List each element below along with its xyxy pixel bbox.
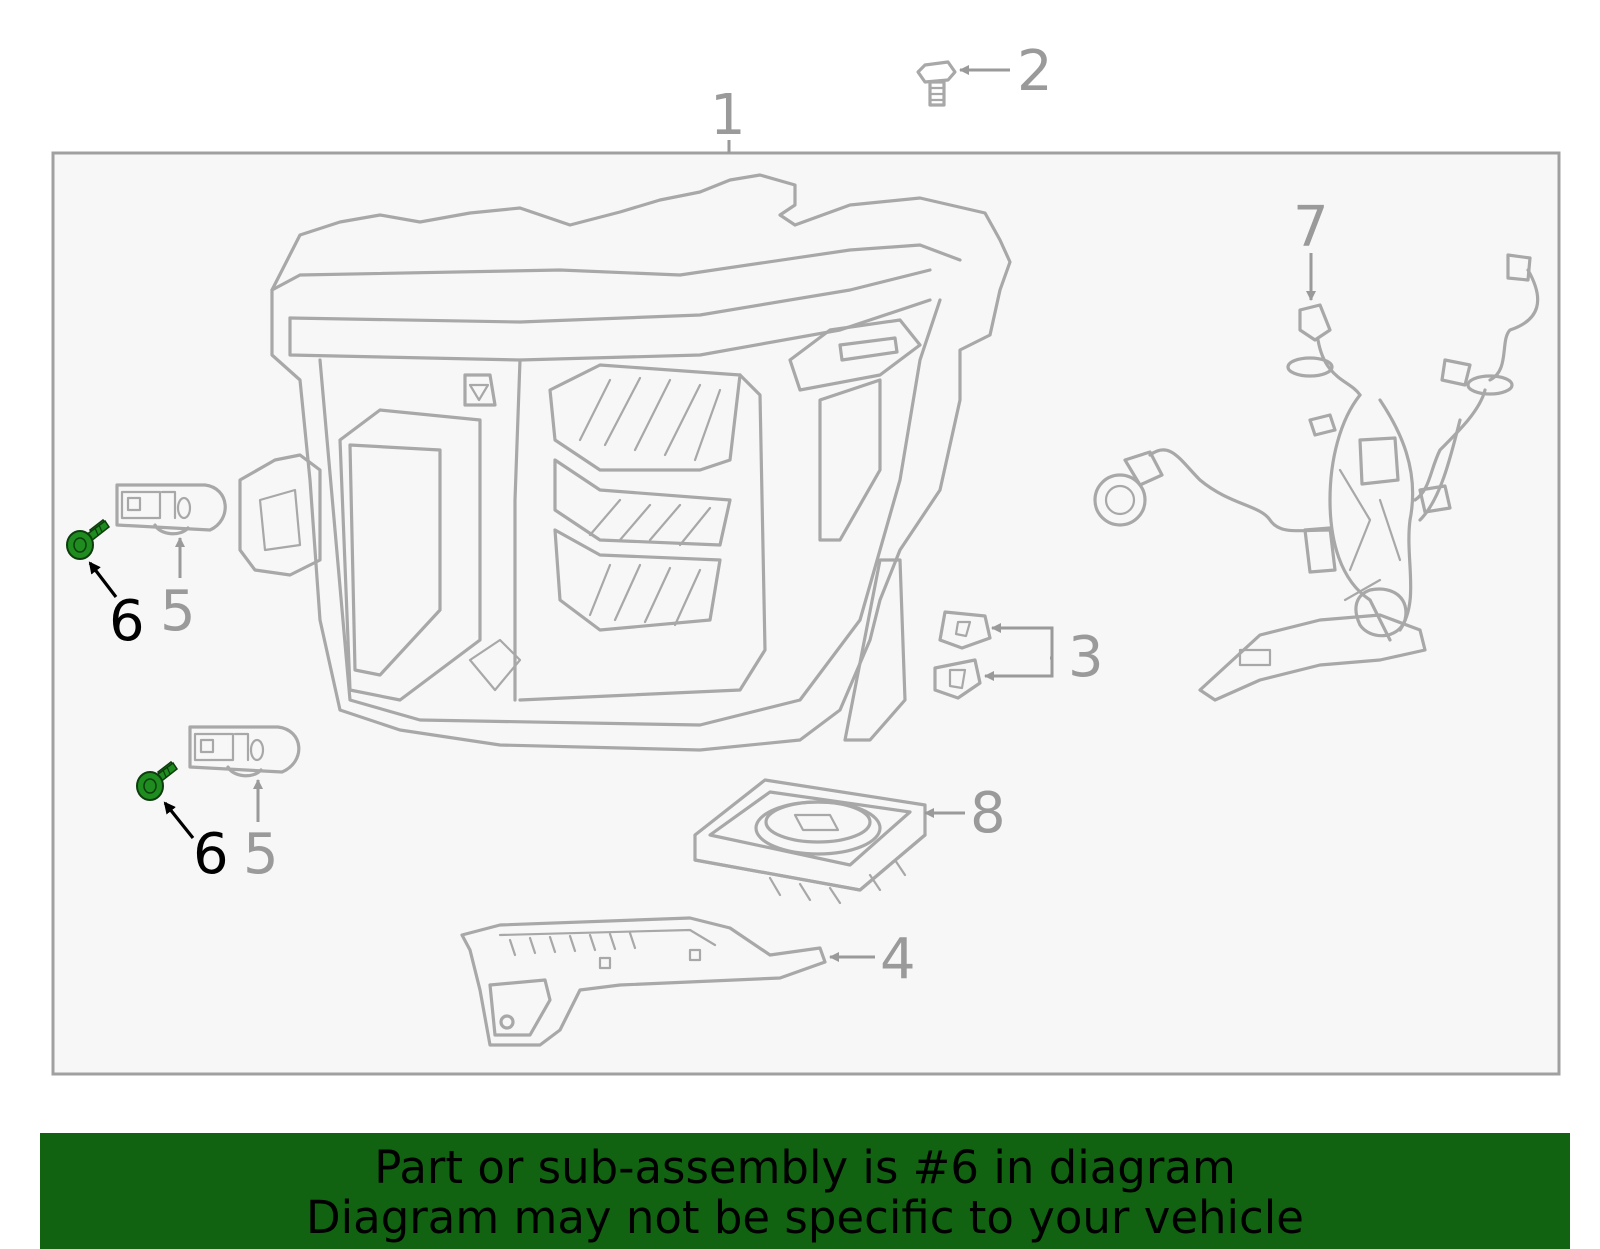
callout-2: 2 [1017,39,1053,104]
callout-1: 1 [710,83,746,148]
pin-part-5-upper [115,483,227,536]
callout-5-upper: 5 [160,579,196,644]
wiring-harness-part-7 [1093,253,1540,702]
callout-6-upper: 6 [109,589,145,654]
callout-7: 7 [1293,195,1329,260]
callout-6-lower: 6 [193,822,229,887]
banner-line-part-number: Part or sub-assembly is #6 in diagram [374,1141,1236,1194]
leader-6-upper [88,561,118,598]
banner-line-disclaimer: Diagram may not be specific to your vehi… [306,1191,1304,1244]
screw-part-6-upper [66,518,111,560]
headlamp-assembly [238,173,1012,752]
info-banner: Part or sub-assembly is #6 in diagram Di… [40,1133,1570,1249]
callout-5-lower: 5 [243,822,279,887]
clip-parts-3 [933,610,992,700]
bolt-part-2 [916,60,957,107]
callout-3: 3 [1068,625,1104,690]
leader-3b [984,658,1054,681]
diagram-frame [51,151,1561,1076]
callout-8: 8 [970,781,1006,846]
control-module-part-8 [693,778,927,905]
leader-6-lower [163,801,195,839]
screw-part-6-lower [136,760,179,801]
callout-4: 4 [880,927,916,992]
bracket-part-4 [460,916,827,1047]
pin-part-5-lower [188,725,301,778]
